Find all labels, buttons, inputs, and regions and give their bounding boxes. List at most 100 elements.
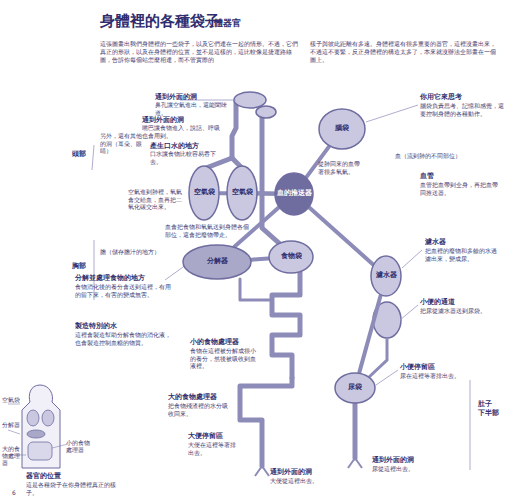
callout-heading: 製造特別的水 — [75, 322, 165, 330]
ureter-pipe — [368, 338, 387, 378]
callout-text: 這張圖畫出我們身體裡的一些袋子，以及它們連在一起的情形。不過，它們真正的形狀，以… — [100, 40, 300, 64]
organ-name: 食物袋 — [279, 251, 304, 263]
callout-text: 膽（儲存膽汁的地方） — [100, 248, 160, 256]
callout-text: 6 — [12, 489, 22, 497]
airway-pipe — [232, 100, 236, 158]
callout-text: 小的食物處理器 — [66, 440, 94, 454]
callout-heading: 血管 — [420, 172, 495, 180]
callout-text: 口水讓食物比較容易吞下去。 — [150, 150, 225, 165]
callout-heading: 通到外面的洞 — [142, 116, 212, 124]
callout-text: 空氣進到肺裡，氧氣會交給血，血再把二氧化碳交出來。 — [128, 188, 184, 211]
callout-heading: 你用它來思考 — [420, 93, 505, 101]
mini-liver — [27, 430, 45, 438]
blood-pipe — [258, 191, 274, 195]
callout-heading: 肚子 下半部 — [478, 400, 500, 418]
body-outline — [22, 385, 60, 468]
urine-pipe — [353, 402, 358, 458]
callout-text: 血管把血帶到全身，再把血帶回推送器。 — [420, 181, 498, 196]
organ-shape — [183, 245, 251, 279]
callout-text: 把血裡的廢物和多餘的水過濾出來，變成尿。 — [425, 247, 497, 262]
callout-heading: 通到外面的洞 — [155, 93, 225, 101]
airway-branch — [206, 158, 232, 168]
organ-bag: 尿袋 — [334, 372, 376, 404]
callout-heading: 頭部 — [72, 150, 92, 159]
organ-shape — [371, 256, 401, 296]
callout-heading: 人體器官 — [205, 18, 265, 29]
organ-shape — [319, 109, 365, 149]
organ-bag: 食物袋 — [268, 240, 314, 274]
callout-text: 另外，還有其他的洞（耳朵、眼睛） — [100, 132, 145, 155]
callout-text: 嘴巴讓食物進入，說話、呼吸也會用到。 — [142, 124, 220, 139]
organ-bag: 血的推送器 — [274, 172, 314, 216]
leader-line — [366, 105, 418, 122]
callout-heading: 胸部 — [72, 262, 92, 271]
callout-text: 鼻孔讓空氣進出，還能聞味道。 — [155, 101, 230, 116]
blood-pipe — [310, 208, 373, 264]
small-intestine-pipe — [272, 272, 300, 378]
nose-cavity — [234, 92, 266, 108]
callout-text: 大便在這裡等著排出去。 — [188, 441, 240, 456]
region-bracket — [470, 380, 471, 470]
callout-text: 把食物殘渣裡的水分吸收回來。 — [168, 402, 228, 417]
bile-pipe — [240, 279, 270, 300]
callout-text: 血（流到肺的不同部位） — [395, 152, 490, 160]
leader-line — [402, 250, 422, 268]
organ-bag: 空氣袋 — [188, 165, 220, 221]
callout-heading: 大便停留區 — [188, 432, 240, 440]
callout-heading: 小的食物處理器 — [190, 338, 256, 346]
exit-mark — [348, 458, 362, 468]
organ-bag: 空氣袋 — [226, 165, 258, 221]
organ-bag: 濾水器 — [370, 255, 402, 297]
callout-text: 把尿從濾水器送到尿袋。 — [420, 307, 495, 315]
callout-heading: 大的食物處理器 — [168, 393, 230, 401]
organ-name: 尿袋 — [346, 382, 364, 394]
organ-shape — [227, 166, 257, 220]
mini-lung — [42, 410, 54, 426]
callout-text: 食物在這裡被分解成很小的養分，然後被吸收到血液裡。 — [190, 347, 256, 370]
callout-text: 血會把食物和氧氣送到身體各個部位，還會把廢物帶走。 — [165, 223, 253, 238]
callout-text: 尿在這裡等著排出去。 — [400, 372, 470, 380]
callout-text: 腦袋負責思考、記憶和感覺，還要控制身體的各種動作。 — [420, 102, 505, 117]
blood-pipe — [359, 296, 380, 373]
leader-line — [400, 305, 418, 320]
callout-text: 這是各種袋子在你身體裡真正的樣子。 — [26, 481, 116, 496]
callout-text: 空氣袋 — [2, 397, 24, 404]
organ-shape — [275, 173, 313, 215]
callout-text: 這裡會製造幫助分解食物的消化液，也會製造控制血糖的物質。 — [75, 331, 175, 346]
callout-heading: 小便停留區 — [400, 363, 470, 371]
organ-shape — [189, 166, 219, 220]
callout-heading: 通到外面的洞 — [270, 468, 340, 476]
organ-name: 分解器 — [205, 256, 230, 268]
callout-heading: 器官的位置 — [26, 472, 106, 480]
mouth-cavity — [256, 106, 276, 118]
food-pipe — [262, 108, 280, 244]
callout-text: 大便從這裡出去。 — [270, 477, 340, 485]
organ-name: 腦袋 — [333, 123, 351, 135]
large-intestine-pipe — [240, 378, 292, 466]
callout-text: 大的食物處理器 — [2, 446, 24, 467]
callout-heading: 產生口水的地方 — [150, 142, 220, 150]
callout-heading: 通到外面的洞 — [372, 456, 452, 464]
organ-name: 濾水器 — [374, 270, 399, 282]
organ-shape — [269, 241, 313, 273]
organ-bag: 腦袋 — [318, 108, 366, 150]
mini-lung — [27, 410, 39, 426]
organ-name: 空氣袋 — [192, 187, 217, 199]
callout-heading: 小便的通道 — [420, 298, 495, 306]
callout-heading: 分解並處理食物的地方 — [75, 274, 170, 282]
page-title: 身體裡的各種袋子 — [100, 12, 220, 31]
organ-name: 空氣袋 — [230, 187, 255, 199]
blood-pipe — [252, 259, 268, 260]
leader-line — [376, 370, 398, 385]
organ-name: 血的推送器 — [275, 188, 314, 200]
callout-text: 從肺回來的血帶著很多氧氣。 — [318, 160, 364, 175]
callout-heading: 濾水器 — [425, 238, 497, 246]
exit-mark — [255, 466, 269, 476]
callout-text: 食物消化後的養分會送到這裡，有用的留下來，有害的變成無害。 — [75, 283, 175, 298]
organ-bag: 分解器 — [182, 244, 252, 280]
organ-shape — [335, 373, 375, 403]
callout-text: 尿從這裡出去。 — [372, 465, 452, 473]
callout-text: 樣子與彼此距離有多遠。身體裡還有很多重要的器官，這裡沒畫出來，不過這不要緊，反正… — [310, 40, 500, 64]
mini-intestine — [28, 442, 52, 460]
